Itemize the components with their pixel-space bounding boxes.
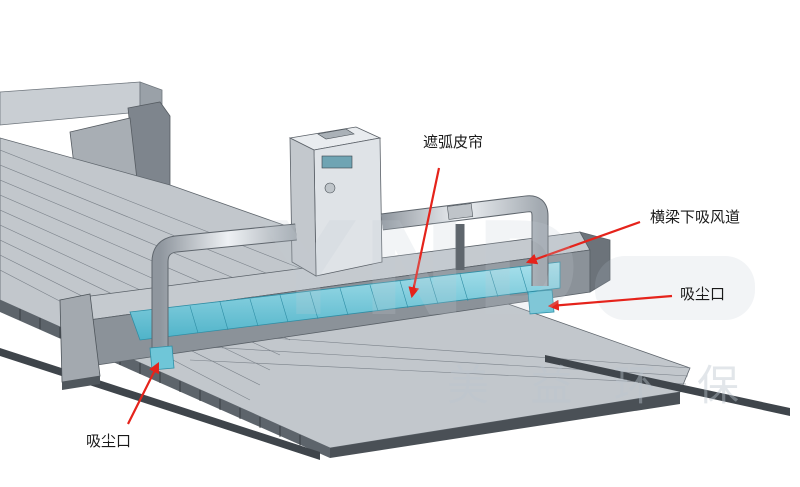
label-arc-shield-curtain: 遮弧皮帘 xyxy=(423,133,484,151)
arrow-suction-left xyxy=(127,362,159,425)
label-suction-port-left: 吸尘口 xyxy=(86,432,132,450)
arrow-suction-right xyxy=(547,294,673,311)
watermark-brand: 美 益 环 保 xyxy=(447,361,754,410)
label-suction-port-right: 吸尘口 xyxy=(680,285,726,303)
arrow-beam-duct xyxy=(525,220,641,265)
dust-collector-cabinet xyxy=(288,126,383,277)
label-beam-suction-duct: 横梁下吸风道 xyxy=(650,208,741,226)
watermark-graphic xyxy=(595,256,755,320)
watermark-logo: YND xyxy=(262,196,587,345)
beam-duct xyxy=(380,195,555,315)
arrow-arc-shield xyxy=(408,167,441,299)
callout-arrows xyxy=(127,167,673,425)
